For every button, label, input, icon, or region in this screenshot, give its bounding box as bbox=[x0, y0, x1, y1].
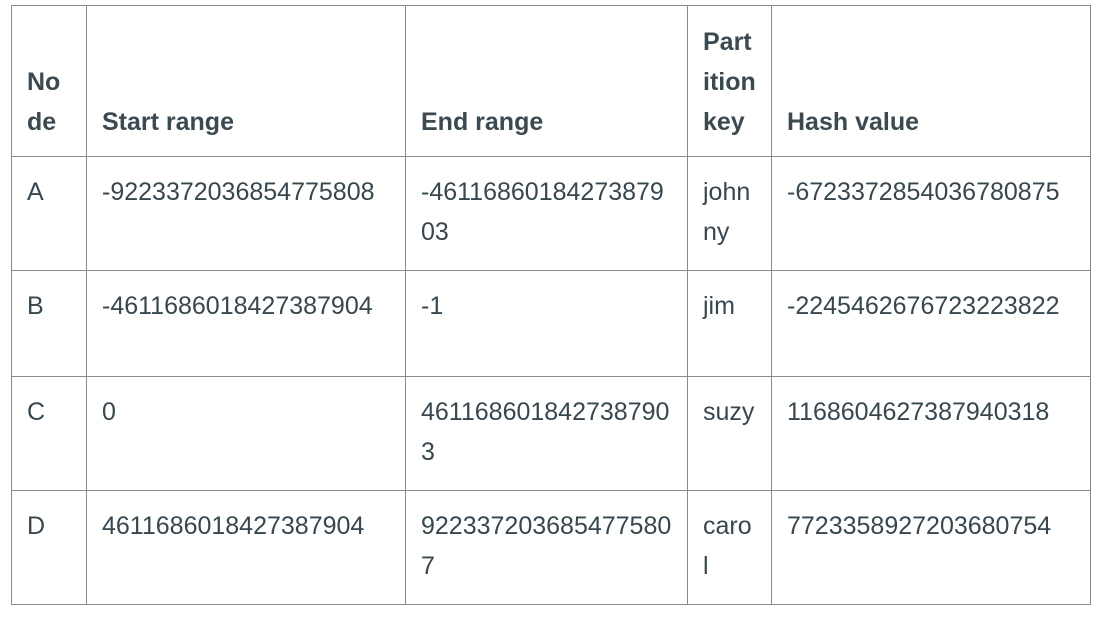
header-row: Node Start range End range Partition key… bbox=[11, 5, 1091, 157]
header-node: Node bbox=[11, 5, 87, 157]
header-hash-value: Hash value bbox=[771, 5, 1091, 157]
header-partition-key: Partition key bbox=[687, 5, 772, 157]
cell-start-range: -4611686018427387904 bbox=[86, 270, 406, 377]
cell-end-range: -1 bbox=[405, 270, 688, 377]
cell-start-range: 0 bbox=[86, 376, 406, 491]
table-row: C 0 4611686018427387903 suzy 11686046273… bbox=[11, 376, 1091, 491]
header-end-range: End range bbox=[405, 5, 688, 157]
table-body: A -9223372036854775808 -4611686018427387… bbox=[11, 156, 1091, 605]
header-start-range: Start range bbox=[86, 5, 406, 157]
cell-hash-value: -6723372854036780875 bbox=[771, 156, 1091, 271]
table-header: Node Start range End range Partition key… bbox=[11, 5, 1091, 157]
cell-start-range: -9223372036854775808 bbox=[86, 156, 406, 271]
cell-partition-key: carol bbox=[687, 490, 772, 605]
cell-end-range: 4611686018427387903 bbox=[405, 376, 688, 491]
cell-hash-value: 1168604627387940318 bbox=[771, 376, 1091, 491]
cell-start-range: 4611686018427387904 bbox=[86, 490, 406, 605]
table-row: A -9223372036854775808 -4611686018427387… bbox=[11, 156, 1091, 271]
table-row: D 4611686018427387904 922337203685477580… bbox=[11, 490, 1091, 605]
cell-partition-key: johnny bbox=[687, 156, 772, 271]
cell-partition-key: suzy bbox=[687, 376, 772, 491]
table-row: B -4611686018427387904 -1 jim -224546267… bbox=[11, 270, 1091, 377]
cell-node: B bbox=[11, 270, 87, 377]
cell-node: C bbox=[11, 376, 87, 491]
cell-hash-value: 7723358927203680754 bbox=[771, 490, 1091, 605]
cell-end-range: 9223372036854775807 bbox=[405, 490, 688, 605]
cell-node: A bbox=[11, 156, 87, 271]
cell-hash-value: -2245462676723223822 bbox=[771, 270, 1091, 377]
cell-end-range: -4611686018427387903 bbox=[405, 156, 688, 271]
cell-node: D bbox=[11, 490, 87, 605]
cell-partition-key: jim bbox=[687, 270, 772, 377]
token-range-table: Node Start range End range Partition key… bbox=[11, 5, 1091, 605]
